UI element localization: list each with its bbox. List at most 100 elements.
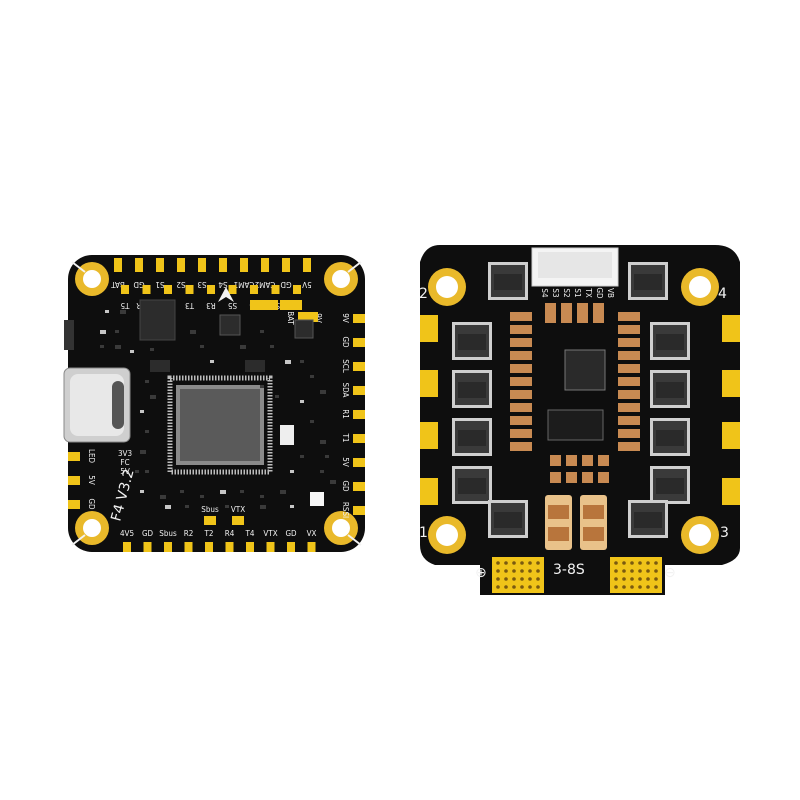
mount-holes [75, 262, 358, 545]
fc-left-inner-label: FC [120, 458, 129, 467]
esc-connector-label: TX [584, 287, 593, 297]
fc-right-pad [353, 338, 365, 347]
fc-left-inner-label: 3V3 [118, 449, 132, 458]
fc-bottom-pad-label: Sbus [159, 529, 177, 538]
fc-right-pad [353, 458, 365, 467]
fc-bottom-pad [246, 542, 254, 552]
fc-left-pad-label: GD [87, 498, 96, 510]
fc-top-pad-label: GD [133, 280, 145, 289]
fc-bottom-pad-label: GD [285, 529, 297, 538]
fc-left-pad [68, 452, 80, 461]
fc-bottom-pad [184, 542, 193, 552]
fc-right-pad [353, 362, 365, 371]
fc-right-pad [353, 482, 365, 491]
fc-top-pad-label: S1 [155, 280, 164, 289]
mcu-chip [167, 375, 273, 475]
fc-bottom-pad [307, 542, 316, 552]
fc-bottom-pad [225, 542, 234, 552]
esc-motor-4-label: 4 [718, 286, 727, 302]
fc-top-pad-label: CAM1 [234, 280, 255, 289]
fc-left-pad-label: 5V [87, 475, 96, 485]
fc-top-pad-label: GD [280, 280, 292, 289]
esc-connector-label: S1 [573, 288, 582, 297]
fc-bottom-pad-label: VTX [263, 529, 277, 538]
esc-motor-1-label: 1 [419, 525, 428, 541]
fc-right-pad [353, 410, 365, 419]
fc-right-pad-label: 9V [341, 313, 350, 323]
fc-top-pad-label: S4 [218, 280, 228, 289]
fc-right-pad-label: R1 [341, 409, 350, 419]
fc-bottom-pad [164, 542, 172, 552]
fc-bottom-inner-label: VTX [231, 505, 245, 514]
fc-top-pads [114, 258, 311, 272]
fc-right-pad [353, 386, 365, 395]
esc-minus-icon: ⊖ [664, 565, 676, 581]
esc-motor-pads [420, 315, 740, 505]
fc-bottom-pad [266, 542, 275, 552]
esc-mount-holes [428, 268, 719, 554]
fc-right-pad [353, 434, 365, 443]
fc-top-inner-label: T5 [121, 301, 131, 310]
fc-bottom-pad-label: T4 [245, 529, 255, 538]
fc-top-pad-label: CAM2 [255, 280, 276, 289]
fc-top-pad [282, 258, 290, 272]
fc-right-inner-label: BAT [286, 311, 295, 325]
fc-left-pads [68, 452, 80, 509]
fc-top-inner-label: S5 [228, 301, 237, 310]
esc-connector-label: S3 [551, 288, 560, 297]
fc-right-pads [353, 314, 365, 515]
fc-left-inner-label: 5V [120, 467, 130, 476]
fc-bottom-pad [205, 542, 213, 552]
fc-bottom-inner-label: Sbus [201, 505, 219, 514]
fc-bottom-pad-label: GD [142, 529, 154, 538]
fc-bottom-pad [143, 542, 152, 552]
esc-caps [545, 495, 607, 550]
esc-motor-3-label: 3 [720, 525, 729, 541]
esc-connector-label: S4 [540, 288, 549, 298]
usb-c-port [63, 367, 131, 443]
fc-right-pad [353, 506, 365, 515]
esc-mosfets [452, 262, 690, 538]
fc-top-pad-label: S3 [197, 280, 206, 289]
fc-bottom-pad-label: R4 [225, 529, 235, 538]
fc-bottom-pad-label: T2 [204, 529, 214, 538]
esc-connector [531, 247, 619, 287]
fc-right-pad-label: GD [341, 336, 350, 348]
fc-top-pad-label: 5V [302, 280, 312, 289]
fc-right-pad-label: SDA [341, 383, 350, 398]
fc-top-pad [177, 258, 185, 272]
esc-power-pads [492, 557, 662, 593]
fc-top-pad [219, 258, 227, 272]
fc-right-pad-label: RSSI [341, 502, 350, 518]
fc-right-pad-label: 5V [341, 457, 350, 467]
fc-right-pad-label: SCL [341, 359, 350, 373]
fc-top-pad [303, 258, 311, 272]
fc-top-pad-label: BAT [111, 280, 125, 289]
esc-connector-label: GD [595, 287, 604, 299]
esc-passives [510, 303, 640, 483]
fc-top-inner-label: T3 [185, 301, 195, 310]
esc-connector-label: VB [606, 288, 615, 298]
fc-left-pad [68, 476, 80, 485]
fc-left-pad [68, 500, 80, 509]
fc-top-pad-label: S2 [176, 280, 185, 289]
fc-top-pad [114, 258, 122, 272]
fc-right-pad-label: GD [341, 480, 350, 492]
esc-motor-2-label: 2 [419, 286, 428, 302]
esc-voltage-label: 3-8S [553, 562, 585, 578]
fc-bottom-pad [123, 542, 131, 552]
fc-top-pad [135, 258, 143, 272]
fc-top-pad [156, 258, 164, 272]
fc-right-inner-label: 9V [314, 313, 323, 323]
fc-left-pad-label: LED [87, 449, 96, 464]
fc-bottom-pads [123, 542, 316, 552]
fc-bottom-pad-label: R2 [184, 529, 194, 538]
fc-bottom-pad-label: VX [307, 529, 317, 538]
fc-bottom-pad-label: 4V5 [120, 529, 134, 538]
fc-right-pad-label: T1 [341, 433, 350, 443]
esc-plus-icon: ⊕ [475, 565, 487, 581]
fc-bottom-pad [287, 542, 295, 552]
